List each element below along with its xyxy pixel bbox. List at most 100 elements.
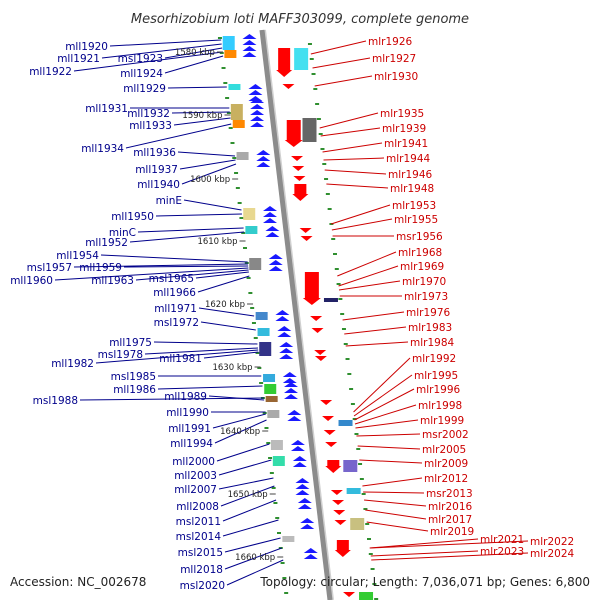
- leader-line-right: [320, 127, 381, 137]
- left-strand-gene: [222, 36, 235, 50]
- left-gene-label: mll1963: [91, 275, 134, 287]
- right-strand-arrow: [333, 510, 346, 515]
- left-strand-gene: [249, 258, 262, 270]
- leader-line-left: [144, 347, 258, 355]
- leader-line-left: [203, 351, 259, 359]
- leader-line-right: [356, 433, 421, 437]
- kbp-label: 1590 kbp: [182, 111, 222, 121]
- left-strand-gene: [270, 440, 283, 450]
- left-strand-gene: [228, 84, 241, 90]
- leader-line-left: [222, 499, 277, 522]
- left-strand-gene: [255, 312, 268, 320]
- left-strand-arrow: [242, 46, 257, 51]
- right-gene-label: mlr1944: [386, 153, 431, 165]
- left-strand-arrow: [268, 260, 283, 265]
- right-gene-label: mlr1955: [394, 214, 438, 226]
- leader-line-left: [173, 117, 231, 126]
- topology-text: Topology: circular; Length: 7,036,071 bp…: [259, 575, 590, 589]
- right-strand-arrow: [284, 140, 303, 147]
- left-strand-arrow: [248, 90, 263, 95]
- leader-line-right: [326, 183, 389, 189]
- leader-line-left: [54, 267, 249, 281]
- leader-line-right: [353, 357, 411, 413]
- right-strand-arrow: [311, 328, 324, 333]
- leader-line-right: [366, 521, 429, 532]
- left-gene-label: mll1954: [56, 250, 99, 262]
- left-gene-label: mll1934: [81, 143, 124, 155]
- leader-line-right: [359, 459, 423, 464]
- right-strand-gene: [350, 518, 365, 530]
- leader-line-left: [137, 227, 244, 233]
- right-gene-label: mlr1927: [372, 53, 416, 65]
- left-gene-label: mll1931: [85, 103, 128, 115]
- left-strand-gene: [243, 208, 256, 220]
- left-strand-arrow: [303, 554, 318, 559]
- leader-line-left: [198, 307, 255, 317]
- leader-line-left: [95, 349, 259, 364]
- right-strand-gene: [343, 460, 358, 472]
- leader-line-left: [171, 111, 230, 114]
- leader-line-left: [101, 43, 222, 59]
- left-gene-label: minE: [156, 195, 182, 207]
- left-gene-label: mll1990: [166, 407, 209, 419]
- left-strand-arrow: [290, 440, 305, 445]
- leader-line-right: [310, 40, 367, 55]
- left-strand-arrow: [250, 110, 265, 115]
- leader-line-right: [369, 540, 529, 549]
- leader-line-left: [220, 485, 275, 507]
- right-strand-gene: [302, 118, 317, 142]
- right-strand-gene: [336, 540, 349, 550]
- left-strand-arrow: [279, 354, 294, 359]
- left-strand-arrow: [250, 116, 265, 121]
- leader-line-right: [354, 388, 415, 421]
- left-strand-gene: [224, 50, 237, 58]
- leader-line-right: [331, 218, 393, 231]
- leader-line-right: [369, 538, 479, 549]
- left-gene-label: mll1960: [10, 275, 53, 287]
- left-strand-arrow: [292, 462, 307, 467]
- right-strand-arrow: [334, 520, 347, 525]
- leader-line-left: [177, 151, 236, 157]
- right-gene-label: mlr2023: [480, 546, 524, 558]
- leader-line-right: [319, 112, 379, 129]
- right-strand-arrow: [323, 430, 336, 435]
- right-strand-gene: [346, 488, 361, 494]
- left-strand-arrow: [242, 34, 257, 39]
- leader-line-right: [342, 311, 405, 321]
- left-strand-arrow: [282, 378, 297, 383]
- right-strand-gene: [294, 184, 307, 194]
- right-strand-arrow: [310, 316, 323, 321]
- kbp-label: 1640 kbp: [220, 427, 260, 437]
- tick-marks: [217, 37, 379, 600]
- left-strand-arrow: [250, 122, 265, 127]
- leader-line-left: [155, 213, 242, 217]
- leader-line-left: [218, 459, 272, 476]
- right-strand-arrow: [314, 350, 327, 355]
- leader-line-left: [164, 47, 223, 59]
- left-strand-arrow: [268, 266, 283, 271]
- leader-line-left: [183, 199, 242, 211]
- right-gene-label: mlr1983: [408, 322, 452, 334]
- kbp-label: 1580 kbp: [175, 48, 215, 58]
- right-strand-gene: [278, 48, 291, 70]
- left-strand-gene: [236, 152, 249, 160]
- right-strand-arrow: [325, 466, 342, 473]
- left-gene-label: minC: [109, 227, 136, 239]
- backbone-line: [259, 29, 333, 600]
- left-gene-label: mll1981: [159, 353, 202, 365]
- kbp-label: 1650 kbp: [228, 490, 268, 500]
- right-strand-arrow: [334, 550, 351, 557]
- right-strand-arrow: [325, 442, 338, 447]
- left-gene-label: mll1937: [135, 164, 178, 176]
- left-gene-label: mll1921: [57, 53, 100, 65]
- right-strand-arrow: [320, 400, 333, 405]
- left-strand-arrow: [262, 212, 277, 217]
- leader-line-right: [363, 491, 425, 494]
- leader-line-right: [357, 445, 421, 450]
- right-gene-label: mlr1992: [412, 353, 456, 365]
- right-strand-gene: [294, 48, 309, 70]
- left-strand-arrow: [283, 388, 298, 393]
- right-strand-gene: [286, 120, 301, 140]
- left-strand-arrow: [265, 232, 280, 237]
- left-gene-label: msl1978: [98, 349, 143, 361]
